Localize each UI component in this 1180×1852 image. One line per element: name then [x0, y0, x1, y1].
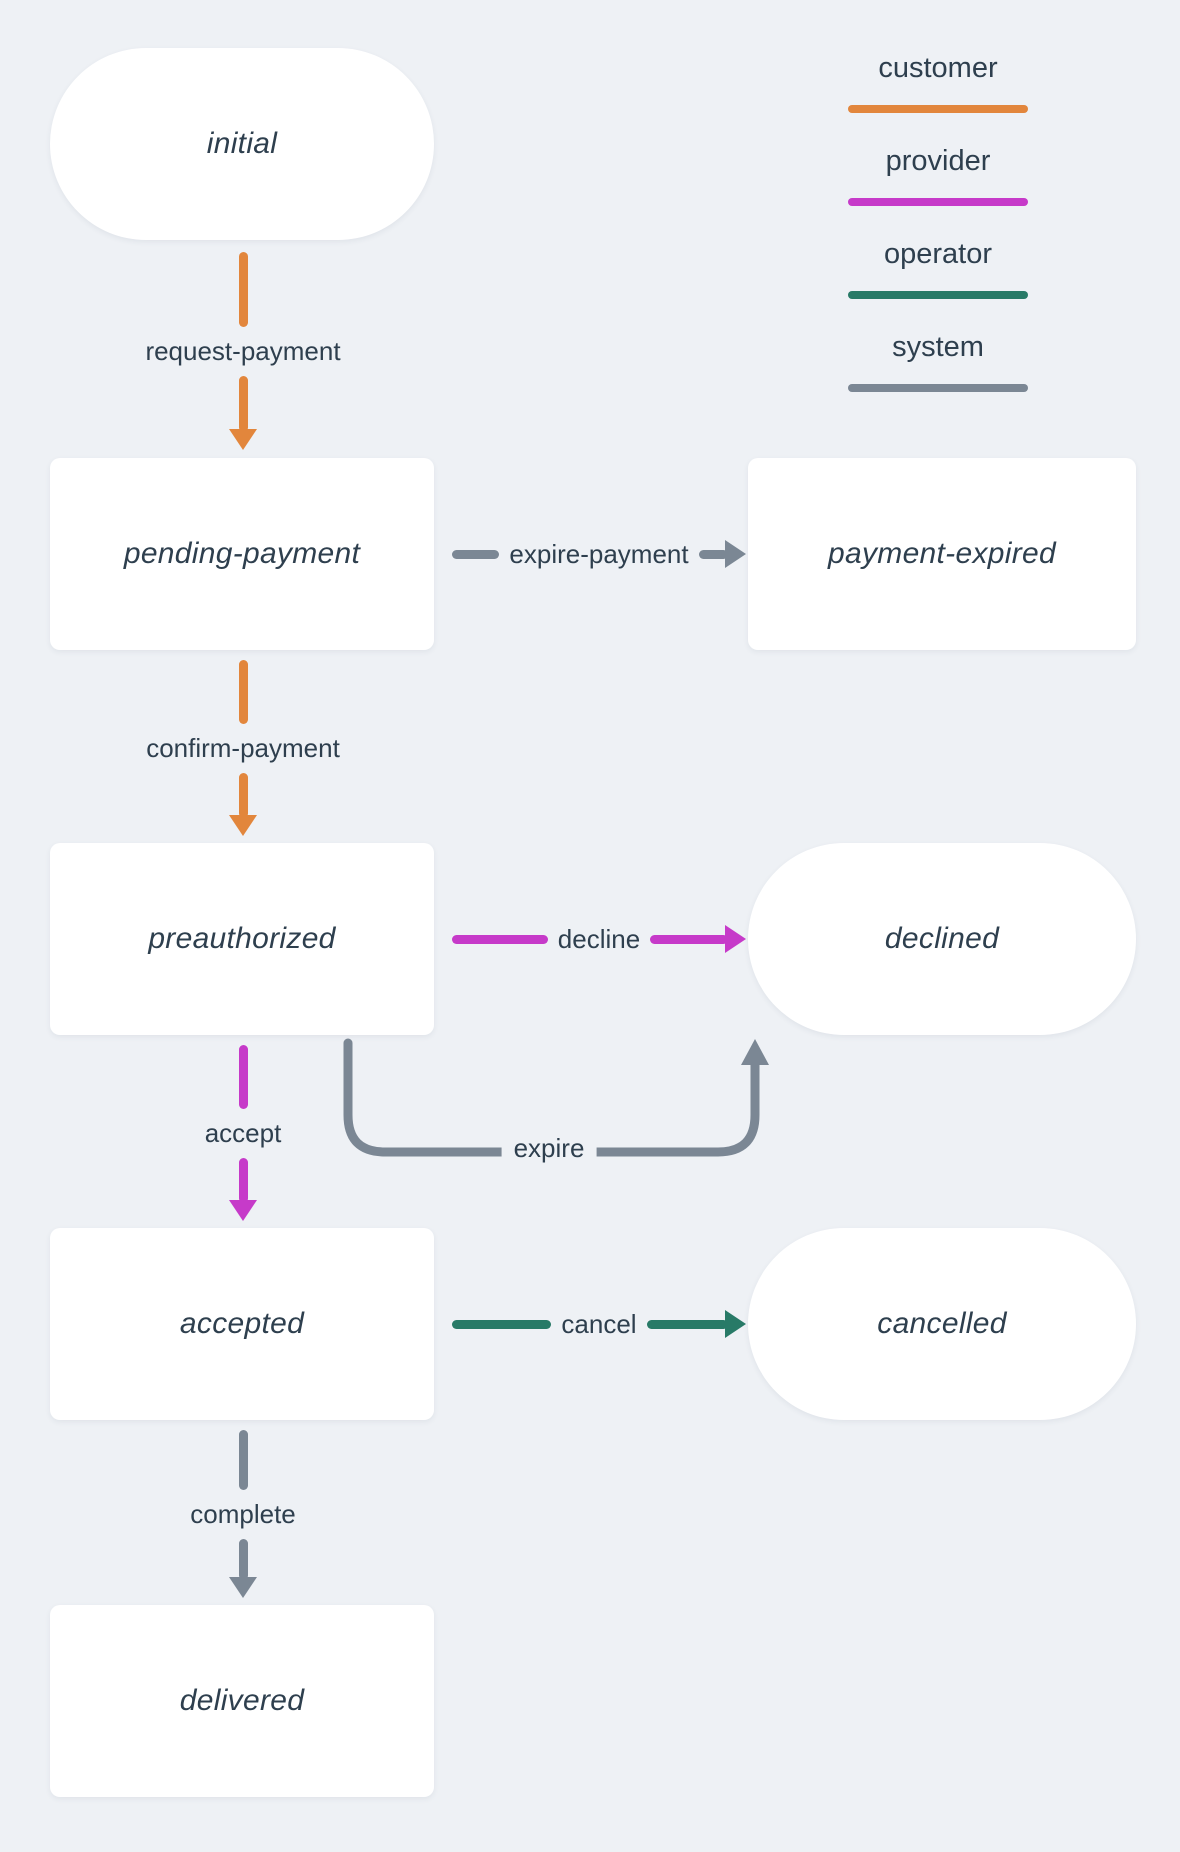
arrowhead-up-icon — [741, 1039, 769, 1065]
edge-request-payment: request-payment — [103, 252, 383, 450]
legend-label-provider: provider — [885, 145, 991, 177]
edge-line — [452, 1319, 552, 1329]
edge-label-decline: decline — [557, 923, 641, 954]
edge-line — [650, 934, 728, 944]
customer-arrow-icon — [848, 95, 1028, 123]
edge-line — [238, 772, 248, 818]
edge-label-expire: expire — [501, 1133, 597, 1164]
operator-arrow-icon — [848, 281, 1028, 309]
state-node-accepted: accepted — [50, 1228, 434, 1420]
state-label-accepted: accepted — [179, 1307, 305, 1340]
edge-line — [452, 549, 500, 559]
edge-label-confirm-payment: confirm-payment — [146, 732, 340, 763]
state-label-pending-payment: pending-payment — [123, 537, 361, 570]
edge-line — [238, 1157, 248, 1203]
legend-label-customer: customer — [878, 52, 998, 84]
edge-label-accept: accept — [204, 1117, 282, 1148]
edge-complete: complete — [103, 1430, 383, 1598]
edge-line — [238, 1045, 248, 1109]
state-node-delivered: delivered — [50, 1605, 434, 1797]
arrowhead-down-icon — [229, 1577, 257, 1598]
arrowhead-right-icon — [725, 925, 746, 953]
edge-line — [238, 1430, 248, 1490]
state-node-payment-expired: payment-expired — [748, 458, 1136, 650]
arrowhead-right-icon — [725, 540, 747, 568]
state-node-preauthorized: preauthorized — [50, 843, 434, 1035]
edge-line — [238, 375, 248, 432]
legend-item-operator: operator — [848, 238, 1028, 309]
edge-line — [646, 1319, 728, 1329]
legend-item-customer: customer — [848, 52, 1028, 123]
state-node-cancelled: cancelled — [748, 1228, 1136, 1420]
legend-label-operator: operator — [883, 238, 992, 270]
legend-label-system: system — [892, 331, 984, 363]
edge-expire-payment: expire-payment — [452, 534, 747, 574]
legend: customer provider operator system — [838, 52, 1038, 424]
state-label-cancelled: cancelled — [877, 1307, 1007, 1340]
state-label-declined: declined — [884, 922, 1000, 955]
edge-line — [238, 660, 248, 724]
edge-label-cancel: cancel — [561, 1308, 637, 1339]
system-arrow-icon — [848, 374, 1028, 402]
edge-cancel: cancel — [452, 1304, 746, 1344]
state-node-declined: declined — [748, 843, 1136, 1035]
edge-accept: accept — [103, 1045, 383, 1221]
edge-decline: decline — [452, 919, 746, 959]
state-node-pending-payment: pending-payment — [50, 458, 434, 650]
edge-line — [238, 252, 248, 327]
arrowhead-down-icon — [229, 429, 257, 450]
state-node-initial: initial — [50, 48, 434, 240]
legend-item-provider: provider — [848, 145, 1028, 216]
state-label-delivered: delivered — [179, 1684, 305, 1717]
state-label-payment-expired: payment-expired — [828, 537, 1056, 570]
edge-confirm-payment: confirm-payment — [103, 660, 383, 836]
edge-label-expire-payment: expire-payment — [509, 538, 689, 569]
edge-line — [238, 1538, 248, 1580]
edge-label-complete: complete — [190, 1498, 296, 1529]
arrowhead-right-icon — [725, 1310, 746, 1338]
edge-line — [698, 549, 729, 559]
state-label-initial: initial — [206, 127, 278, 160]
state-label-preauthorized: preauthorized — [148, 922, 336, 955]
arrowhead-down-icon — [229, 1200, 257, 1221]
arrowhead-down-icon — [229, 815, 257, 836]
legend-item-system: system — [848, 331, 1028, 402]
provider-arrow-icon — [848, 188, 1028, 216]
edge-label-request-payment: request-payment — [145, 335, 341, 366]
edge-line — [452, 934, 548, 944]
